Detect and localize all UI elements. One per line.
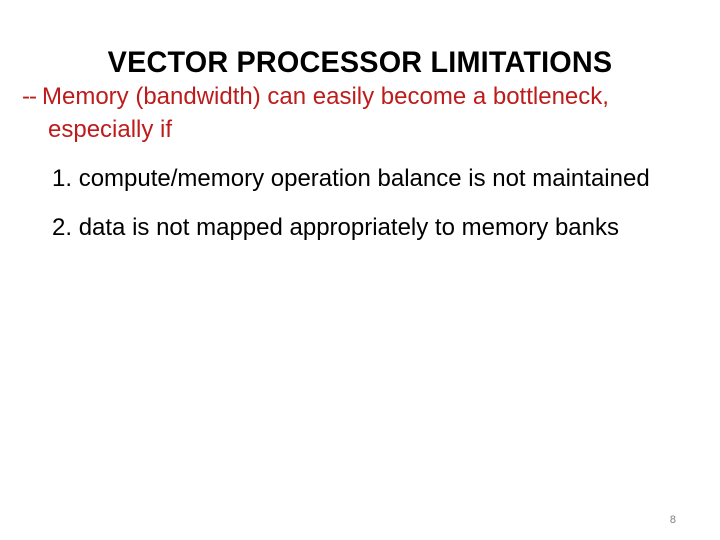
page-number: 8: [669, 514, 676, 526]
list-item-label: data is not mapped appropriately to memo…: [78, 214, 619, 241]
list-item-number: 2.: [52, 214, 73, 241]
list-item: 2. data is not mapped appropriately to m…: [22, 210, 698, 245]
list-item-number: 1.: [52, 165, 73, 192]
bullet-item-memory-label: Memory (bandwidth) can easily become a b…: [41, 83, 609, 143]
bullet-marker-dashes: --: [22, 83, 37, 110]
page-title: VECTOR PROCESSOR LIMITATIONS: [107, 46, 613, 80]
list-item: 1. compute/memory operation balance is n…: [22, 161, 698, 196]
slide-body: --Memory (bandwidth) can easily become a…: [22, 80, 698, 245]
bullet-item-memory: --Memory (bandwidth) can easily become a…: [22, 80, 698, 146]
list-item-label: compute/memory operation balance is not …: [78, 165, 650, 192]
